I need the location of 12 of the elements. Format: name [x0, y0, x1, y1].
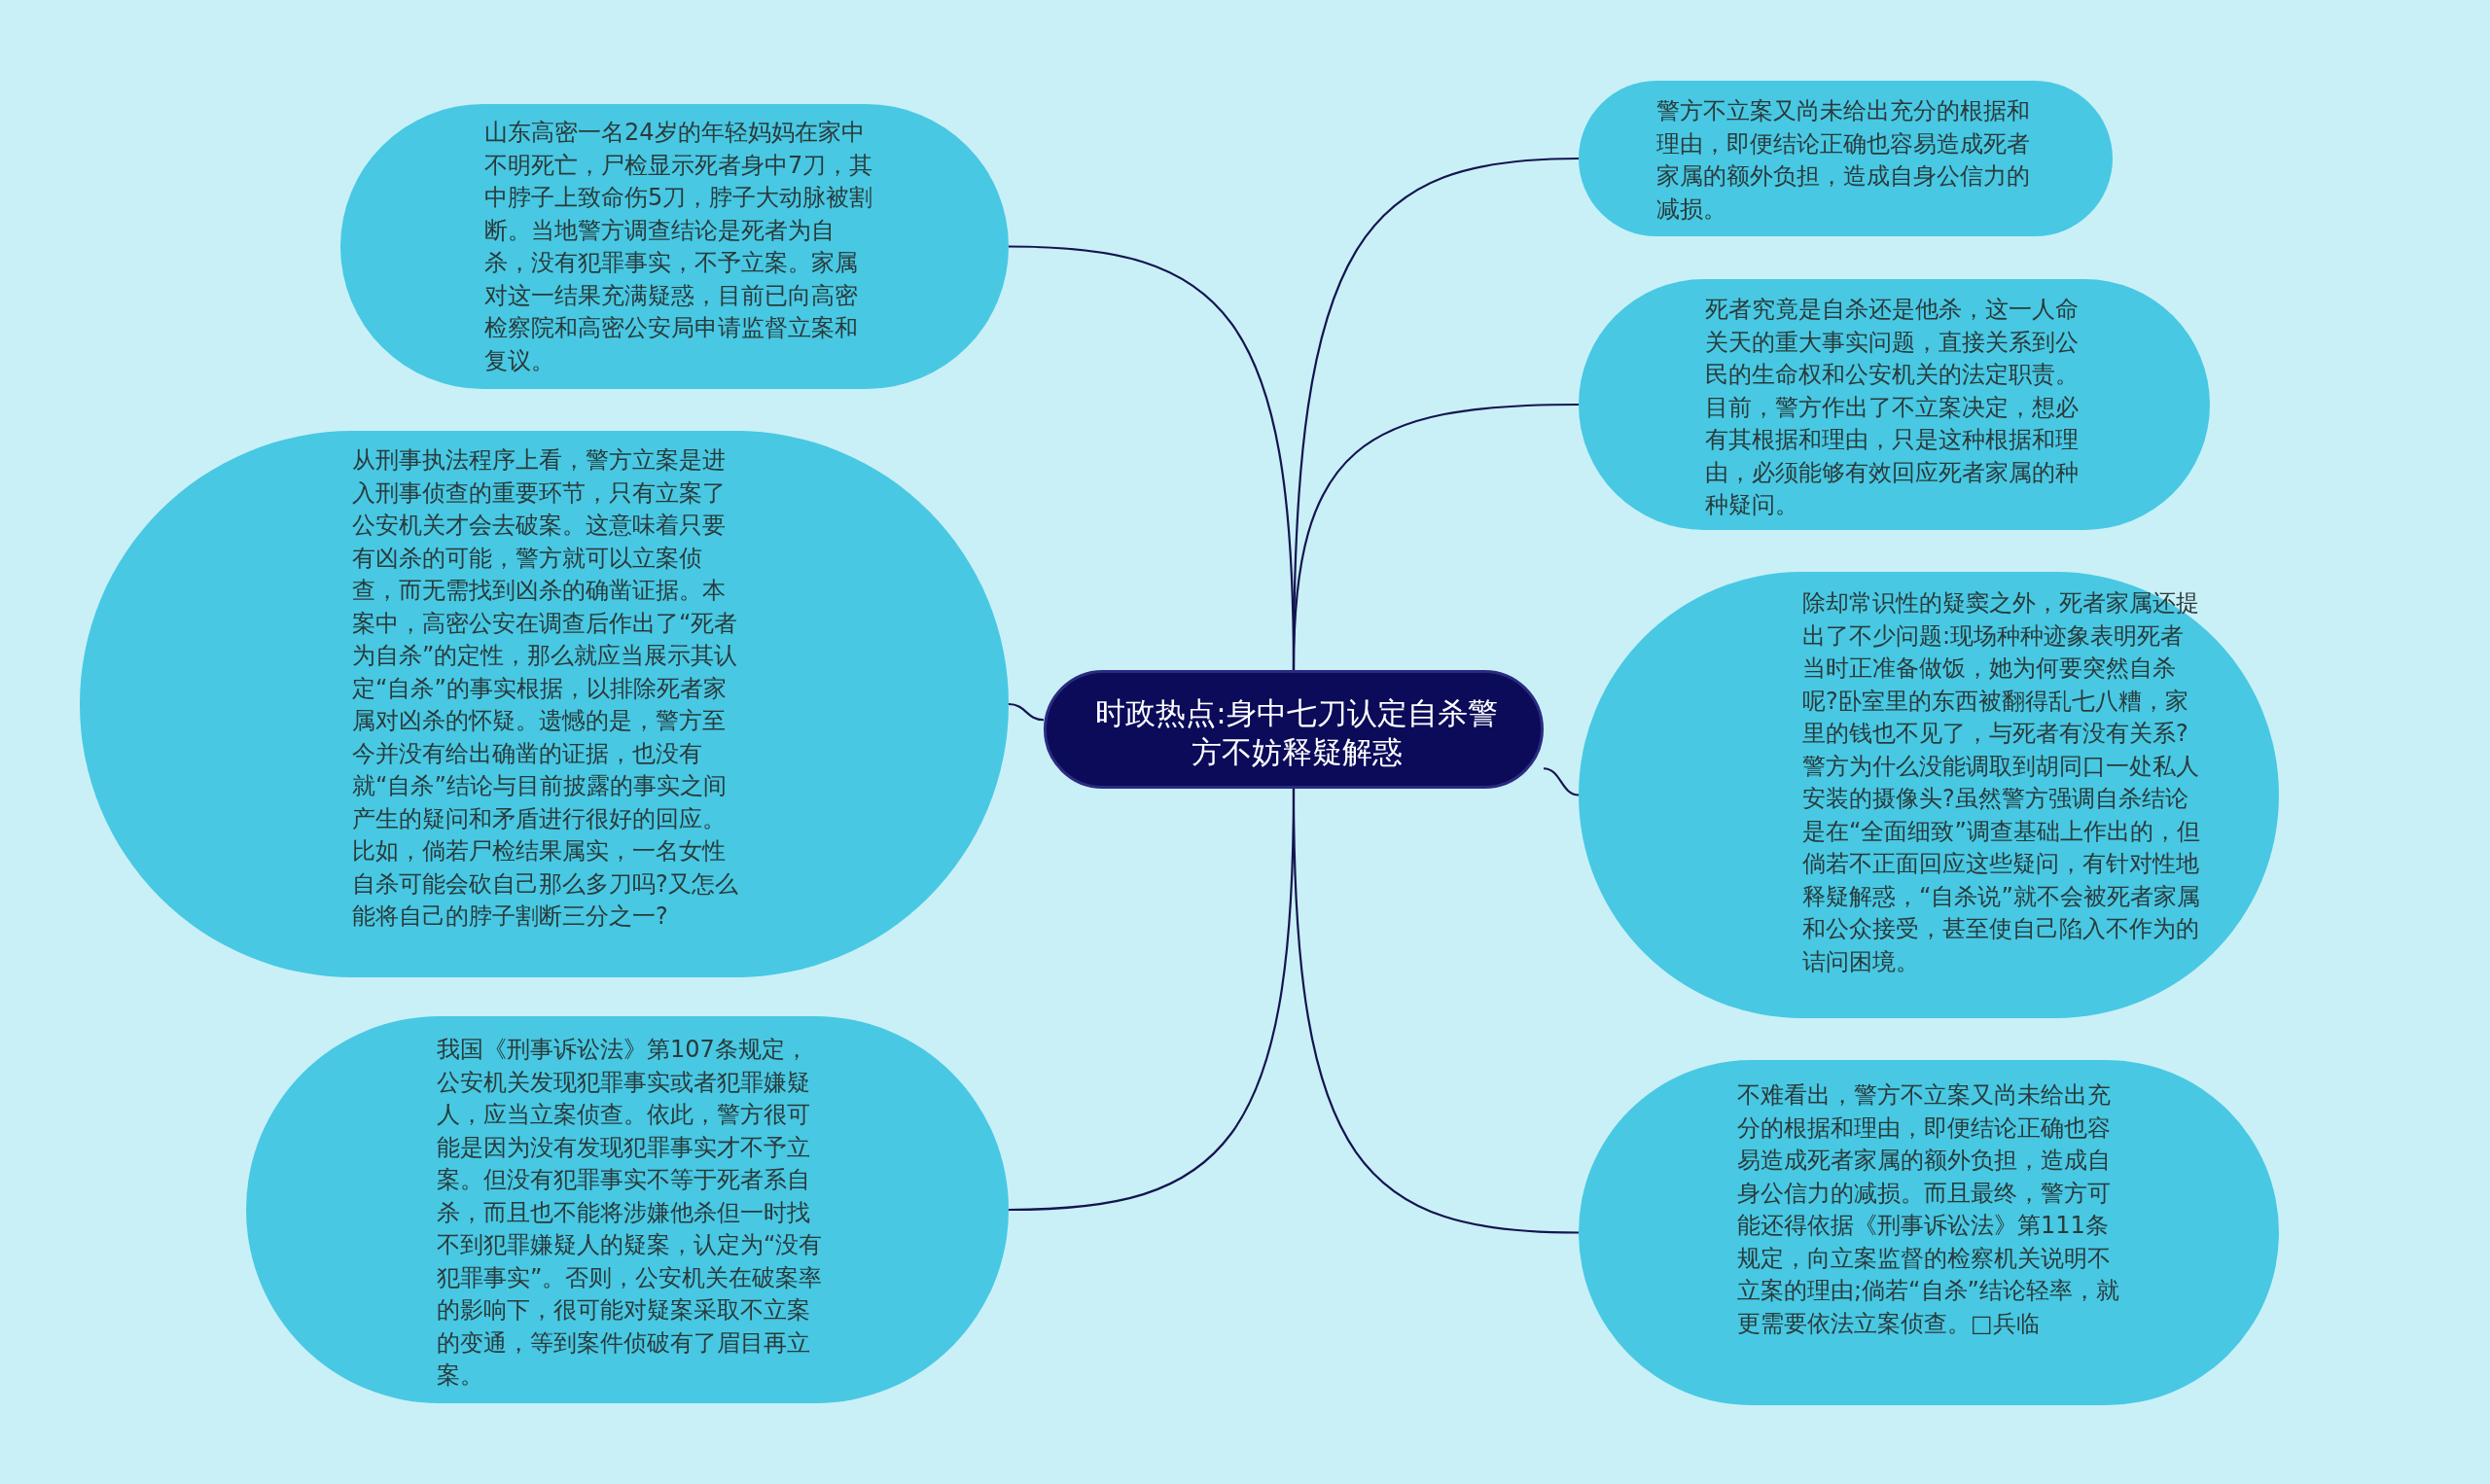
topic-text: 除却常识性的疑窦之外，死者家属还提出了不少问题:现场种种迹象表明死者当时正准备做饭，她为何要突然自杀呢?卧室里的东西被翻得乱七八糟，家里的钱也不见了，与死者有没有关系?警方为什么没能调取到胡同口一处私人安装的摄像头?虽然警方强调自杀结论是在“全面细致”调查基础上作出的，但倘若不正面回应这些疑问，有针对性地释疑解惑，“自杀说”就不会被死者家属和公众接受，甚至使自己陷入不作为的诘问困境。	[1802, 588, 2201, 977]
topic-text: 从刑事执法程序上看，警方立案是进入刑事侦查的重要环节，只有立案了公安机关才会去破案。这意味着只要有凶杀的可能，警方就可以立案侦查，而无需找到凶杀的确凿证据。本案中，高密公安在调查后作出了“死者为自杀”的定性，那么就应当展示其认定“自杀”的事实根据，以排除死者家属对凶杀的怀疑。遗憾的是，警方至今并没有给出确凿的证据，也没有就“自杀”结论与目前披露的事实之间产生的疑问和矛盾进行很好的回应。比如，倘若尸检结果属实，一名女性自杀可能会砍自己那么多刀吗?又怎么能将自己的脖子割断三分之一?	[352, 445, 739, 932]
topic-text: 我国《刑事诉讼法》第107条规定，公安机关发现犯罪事实或者犯罪嫌疑人，应当立案侦查。依此，警方很可能是因为没有发现犯罪事实才不予立案。但没有犯罪事实不等于死者系自杀，而且也不能将涉嫌他杀但一时找不到犯罪嫌疑人的疑案，认定为“没有犯罪事实”。否则，公安机关在破案率的影响下，很可能对疑案采取不立案的变通，等到案件侦破有了眉目再立案。	[437, 1035, 824, 1391]
topic-text: 警方不立案又尚未给出充分的根据和理由，即便结论正确也容易造成死者家属的额外负担，造成自身公信力的减损。	[1656, 96, 2031, 225]
topic-text: 不难看出，警方不立案又尚未给出充分的根据和理由，即便结论正确也容易造成死者家属的额外负担，造成自身公信力的减损。而且最终，警方可能还得依据《刑事诉讼法》第111条规定，向立案监督的检察机关说明不立案的理由;倘若“自杀”结论轻率，就更需要依法立案侦查。□兵临	[1737, 1080, 2120, 1339]
topic-text: 死者究竟是自杀还是他杀，这一人命关天的重大事实问题，直接关系到公民的生命权和公安机关的法定职责。目前，警方作出了不立案决定，想必有其根据和理由，只是这种根据和理由，必须能够有效回应死者家属的种种疑问。	[1705, 295, 2080, 520]
topic-text: 山东高密一名24岁的年轻妈妈在家中不明死亡，尸检显示死者身中7刀，其中脖子上致命伤5刀，脖子大动脉被割断。当地警方调查结论是死者为自杀，没有犯罪事实，不予立案。家属对这一结果充满疑惑，目前已向高密检察院和高密公安局申请监督立案和复议。	[484, 118, 873, 376]
connector-line	[1543, 767, 1580, 796]
connector-line	[1292, 403, 1579, 671]
connector-line	[1008, 702, 1045, 722]
connector-line	[1292, 789, 1580, 1234]
central-topic-text: 时政热点:身中七刀认定自杀警方不妨释疑解惑	[1094, 694, 1499, 771]
